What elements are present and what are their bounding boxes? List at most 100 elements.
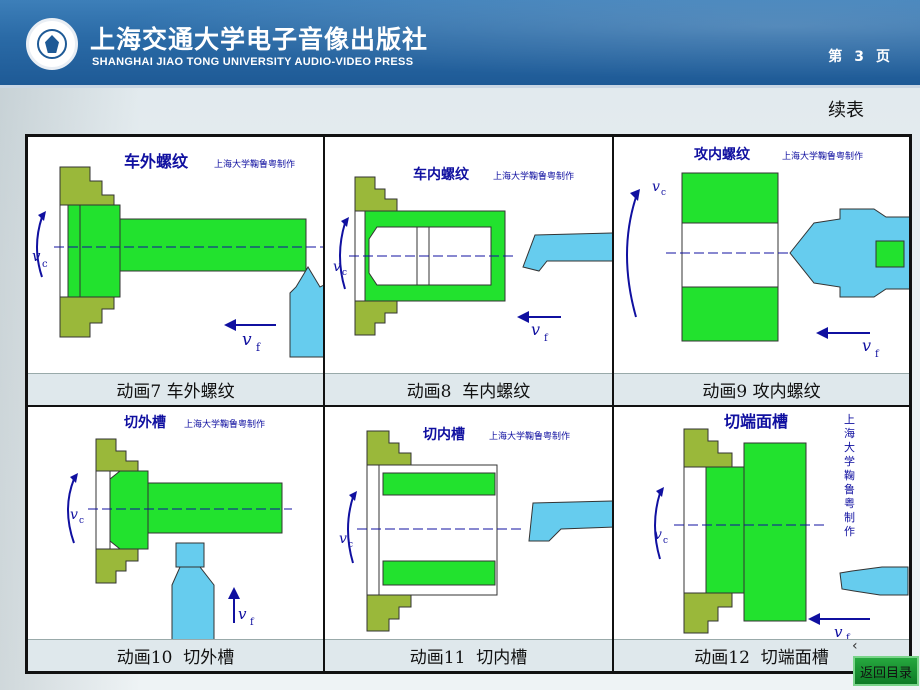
panel-title: 车外螺纹: [124, 152, 189, 171]
vf-subscript: f: [875, 349, 880, 360]
chuck-jaw-bottom: [95, 548, 139, 584]
panel-caption: 动画8 车内螺纹: [325, 373, 612, 405]
internal-thread-diagram: 车内螺纹 上海大学鞠鲁粤制作 v c v f: [333, 166, 612, 344]
rotation-arrow-icon: [38, 211, 46, 221]
workpiece-shoulder: [79, 204, 121, 298]
tap-holder-detail: [875, 240, 905, 268]
credit-char: 上: [844, 413, 855, 426]
workpiece-inner: [705, 466, 745, 594]
bore-wall-bottom: [382, 560, 496, 586]
panel-credit: 上海大学鞠鲁粤制作: [782, 150, 863, 162]
panel-tapping[interactable]: 攻内螺纹 上海大学鞠鲁粤制作 v c v f 动画9 攻内螺纹: [613, 136, 910, 406]
panel-title: 切端面槽: [724, 412, 788, 431]
vc-subscript: c: [342, 268, 347, 278]
credit-char: 海: [844, 426, 855, 440]
panel-face-grooving[interactable]: 切端面槽 上 海 大 学 鞠 鲁 粤 制 作 v c: [613, 406, 910, 672]
tapped-hole: [681, 222, 779, 288]
feed-arrow-icon: [224, 319, 236, 331]
rotation-arrow-icon: [656, 487, 664, 497]
chuck-jaw-bottom: [366, 594, 412, 632]
external-grooving-diagram: 切外槽 上海大学鞠鲁粤制作 v c v f: [67, 414, 292, 641]
vc-subscript: c: [79, 516, 84, 526]
prev-page-arrow-icon[interactable]: ‹: [852, 638, 858, 654]
page-number: 3: [854, 49, 864, 65]
workpiece-face: [366, 464, 380, 596]
panel-external-thread-turning[interactable]: 车外螺纹 上海大学鞠鲁粤制作 v c v f 动画7 车外螺纹: [27, 136, 324, 406]
vc-subscript: c: [661, 188, 666, 198]
page-suffix: 页: [876, 49, 890, 65]
rotation-arc: [36, 216, 43, 278]
vf-subscript: f: [544, 333, 549, 344]
bore-wall-top: [382, 472, 496, 496]
university-logo: [26, 18, 78, 70]
header-highlight: [0, 0, 920, 88]
panel-internal-grooving[interactable]: 切内槽 上海大学鞠鲁粤制作 v c 动画11 切内槽: [324, 406, 613, 672]
workpiece-bottom: [681, 286, 779, 342]
rotation-arc: [626, 196, 637, 318]
chuck-jaw-bottom: [683, 592, 733, 634]
panel-caption: 动画10 切外槽: [28, 639, 323, 671]
panel-title: 切外槽: [124, 414, 166, 431]
workpiece-face: [95, 470, 111, 550]
rotation-arc: [347, 496, 354, 564]
rotation-arrow-icon: [630, 189, 640, 201]
panel-credit: 上海大学鞠鲁粤制作: [214, 158, 295, 170]
panel-title: 切内槽: [423, 426, 465, 443]
boring-tool: [522, 232, 612, 272]
vc-symbol: v: [654, 527, 662, 543]
feed-arrow-icon: [816, 327, 828, 339]
vf-symbol: v: [531, 320, 540, 339]
publisher-name-cn: 上海交通大学电子音像出版社: [90, 25, 429, 54]
grooving-tool-tip: [175, 542, 205, 568]
vc-symbol: v: [32, 247, 41, 265]
panel-caption: 动画9 攻内螺纹: [614, 373, 909, 405]
vc-subscript: c: [663, 536, 668, 546]
workpiece-shaft: [147, 482, 283, 534]
logo-emblem-icon: [45, 35, 59, 53]
header-banner: 上海交通大学电子音像出版社 SHANGHAI JIAO TONG UNIVERS…: [0, 0, 920, 88]
threading-tool: [289, 266, 323, 358]
page-prefix: 第: [828, 49, 843, 65]
credit-char: 制: [844, 511, 855, 524]
vf-symbol: v: [242, 330, 252, 350]
workpiece-top: [681, 172, 779, 224]
feed-arrow-icon: [808, 613, 820, 625]
rotation-arrow-icon: [349, 491, 357, 501]
vf-symbol: v: [834, 623, 843, 641]
chuck-jaw-top: [683, 428, 733, 468]
rotation-arrow-icon: [70, 473, 78, 483]
panel-title: 攻内螺纹: [694, 146, 751, 163]
vc-symbol: v: [70, 507, 78, 523]
panel-internal-thread-turning[interactable]: 车内螺纹 上海大学鞠鲁粤制作 v c v f 动画8 车内螺纹: [324, 136, 613, 406]
vf-symbol: v: [238, 605, 247, 623]
vc-symbol: v: [652, 179, 660, 195]
credit-char: 粤: [844, 496, 855, 510]
internal-bore: [368, 226, 492, 286]
chuck-jaw-bottom: [354, 300, 398, 336]
chuck-jaw-bottom: [59, 296, 115, 338]
panel-external-grooving[interactable]: 切外槽 上海大学鞠鲁粤制作 v c v f 动画10 切外槽: [27, 406, 324, 672]
rotation-arc: [67, 478, 75, 544]
feed-arrow-icon: [228, 587, 240, 599]
vc-symbol: v: [333, 259, 341, 275]
continued-label: 续表: [828, 100, 864, 121]
panel-credit: 上海大学鞠鲁粤制作: [489, 430, 570, 442]
panel-credit: 上海大学鞠鲁粤制作: [493, 170, 574, 182]
panel-caption: 动画11 切内槽: [325, 639, 612, 671]
vertical-credit: 上 海 大 学 鞠 鲁 粤 制 作: [844, 413, 855, 538]
chuck-jaw-top: [95, 438, 139, 472]
rotation-arc: [654, 492, 661, 560]
vc-subscript: c: [42, 259, 48, 270]
panel-title: 车内螺纹: [413, 166, 470, 183]
feed-arrow-icon: [517, 311, 529, 323]
back-to-contents-button[interactable]: 返回目录: [853, 656, 919, 686]
credit-char: 大: [844, 440, 855, 454]
panel-caption: 动画7 车外螺纹: [28, 373, 323, 405]
credit-char: 学: [844, 454, 855, 468]
credit-char: 作: [844, 525, 855, 538]
publisher-name-en: SHANGHAI JIAO TONG UNIVERSITY AUDIO-VIDE…: [92, 56, 414, 68]
workpiece-chamfer: [109, 470, 149, 550]
workpiece-flange: [743, 442, 807, 622]
vc-symbol: v: [339, 531, 347, 547]
logo-ring: [37, 29, 67, 59]
